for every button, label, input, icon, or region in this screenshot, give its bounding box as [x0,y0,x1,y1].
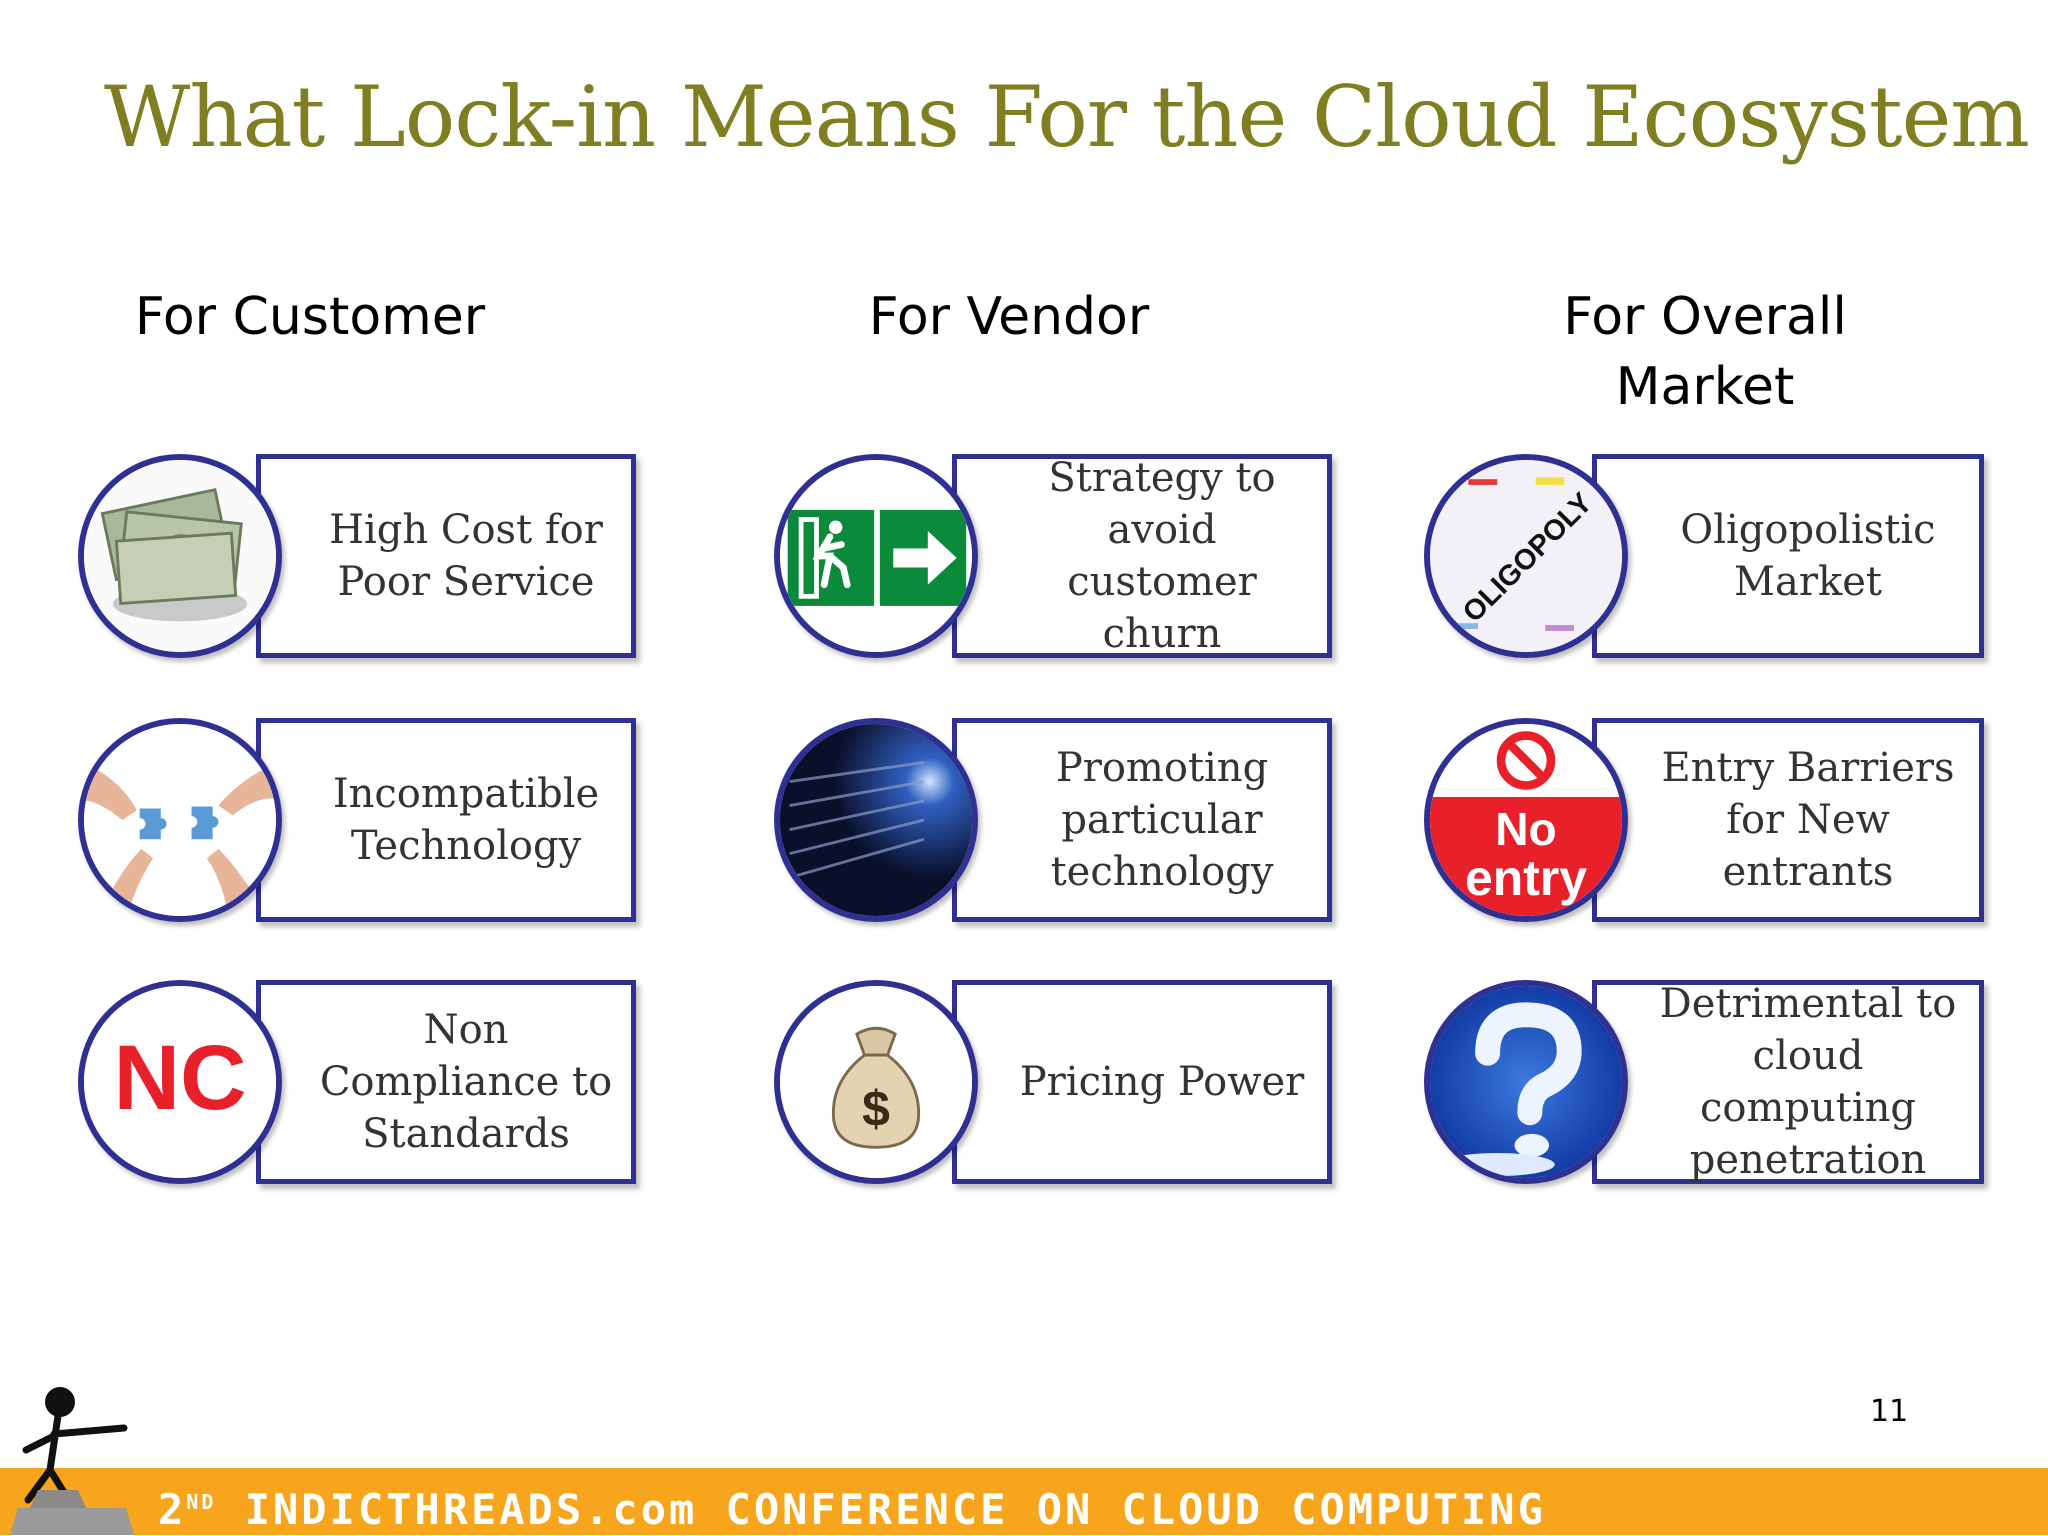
slide-title: What Lock-in Means For the Cloud Ecosyst… [104,68,2030,166]
nc-icon: NC [78,980,282,1184]
footer-ordinal-suffix: ND [186,1490,217,1514]
card-box: Non Compliance to Standards [256,980,636,1184]
card-oligopolistic: Oligopolistic Market OLIGOPOLY [1424,454,1988,666]
card-box: Incompatible Technology [256,718,636,922]
card-label: High Cost for Poor Service [329,507,603,605]
card-entry-barriers: Entry Barriers for New entrants No entry [1424,718,1988,930]
card-label: Incompatible Technology [332,771,600,869]
no-entry-text-entry: entry [1465,850,1587,906]
card-high-cost: High Cost for Poor Service [78,454,642,666]
tech-tunnel-icon [774,718,978,922]
card-box: Strategy to avoid customer churn [952,454,1332,658]
column-heading-vendor: For Vendor [868,287,1150,347]
card-box: Oligopolistic Market [1592,454,1984,658]
cloud-question-icon [1424,980,1628,1184]
card-box: Promoting particular technology [952,718,1332,922]
nc-icon-text: NC [113,1026,246,1129]
card-label: Entry Barriers for New entrants [1661,745,1955,895]
card-promoting: Promoting particular technology [774,718,1338,930]
footer-conference-name: INDICTHREADS.com CONFERENCE ON CLOUD COM… [244,1485,1546,1534]
footer-ordinal: 2 [158,1485,187,1534]
puzzle-icon [78,718,282,922]
exit-sign-icon [774,454,978,658]
stick-figure-mascot-icon [10,1387,134,1535]
money-bag-icon: $ [774,980,978,1184]
card-label: Oligopolistic Market [1680,507,1936,605]
card-non-compliance: Non Compliance to Standards NC [78,980,642,1192]
card-label: Promoting particular technology [1050,745,1274,895]
card-label: Pricing Power [1019,1059,1305,1105]
card-box: Entry Barriers for New entrants [1592,718,1984,922]
no-entry-icon: No entry [1424,718,1628,922]
card-box: High Cost for Poor Service [256,454,636,658]
page-number: 11 [1870,1394,1909,1429]
oligopoly-icon: OLIGOPOLY [1424,454,1628,658]
money-bag-dollar: $ [862,1081,890,1137]
column-heading-market: For Overall Market [1563,287,1847,417]
column-heading-customer: For Customer [134,287,486,347]
card-label: Strategy to avoid customer churn [1048,455,1276,657]
card-incompatible: Incompatible Technology [78,718,642,930]
card-pricing: Pricing Power $ [774,980,1338,1192]
card-strategy: Strategy to avoid customer churn [774,454,1338,666]
no-entry-text-no: No [1495,803,1556,855]
footer-text: 2ND INDICTHREADS.com CONFERENCE ON CLOUD… [158,1476,1546,1536]
money-icon [78,454,282,658]
card-box: Pricing Power [952,980,1332,1184]
card-label: Detrimental to cloud computing penetrati… [1659,981,1957,1183]
card-label: Non Compliance to Standards [319,1007,613,1157]
card-detrimental: Detrimental to cloud computing penetrati… [1424,980,1988,1192]
card-box: Detrimental to cloud computing penetrati… [1592,980,1984,1184]
footer-bar [0,1468,2048,1535]
